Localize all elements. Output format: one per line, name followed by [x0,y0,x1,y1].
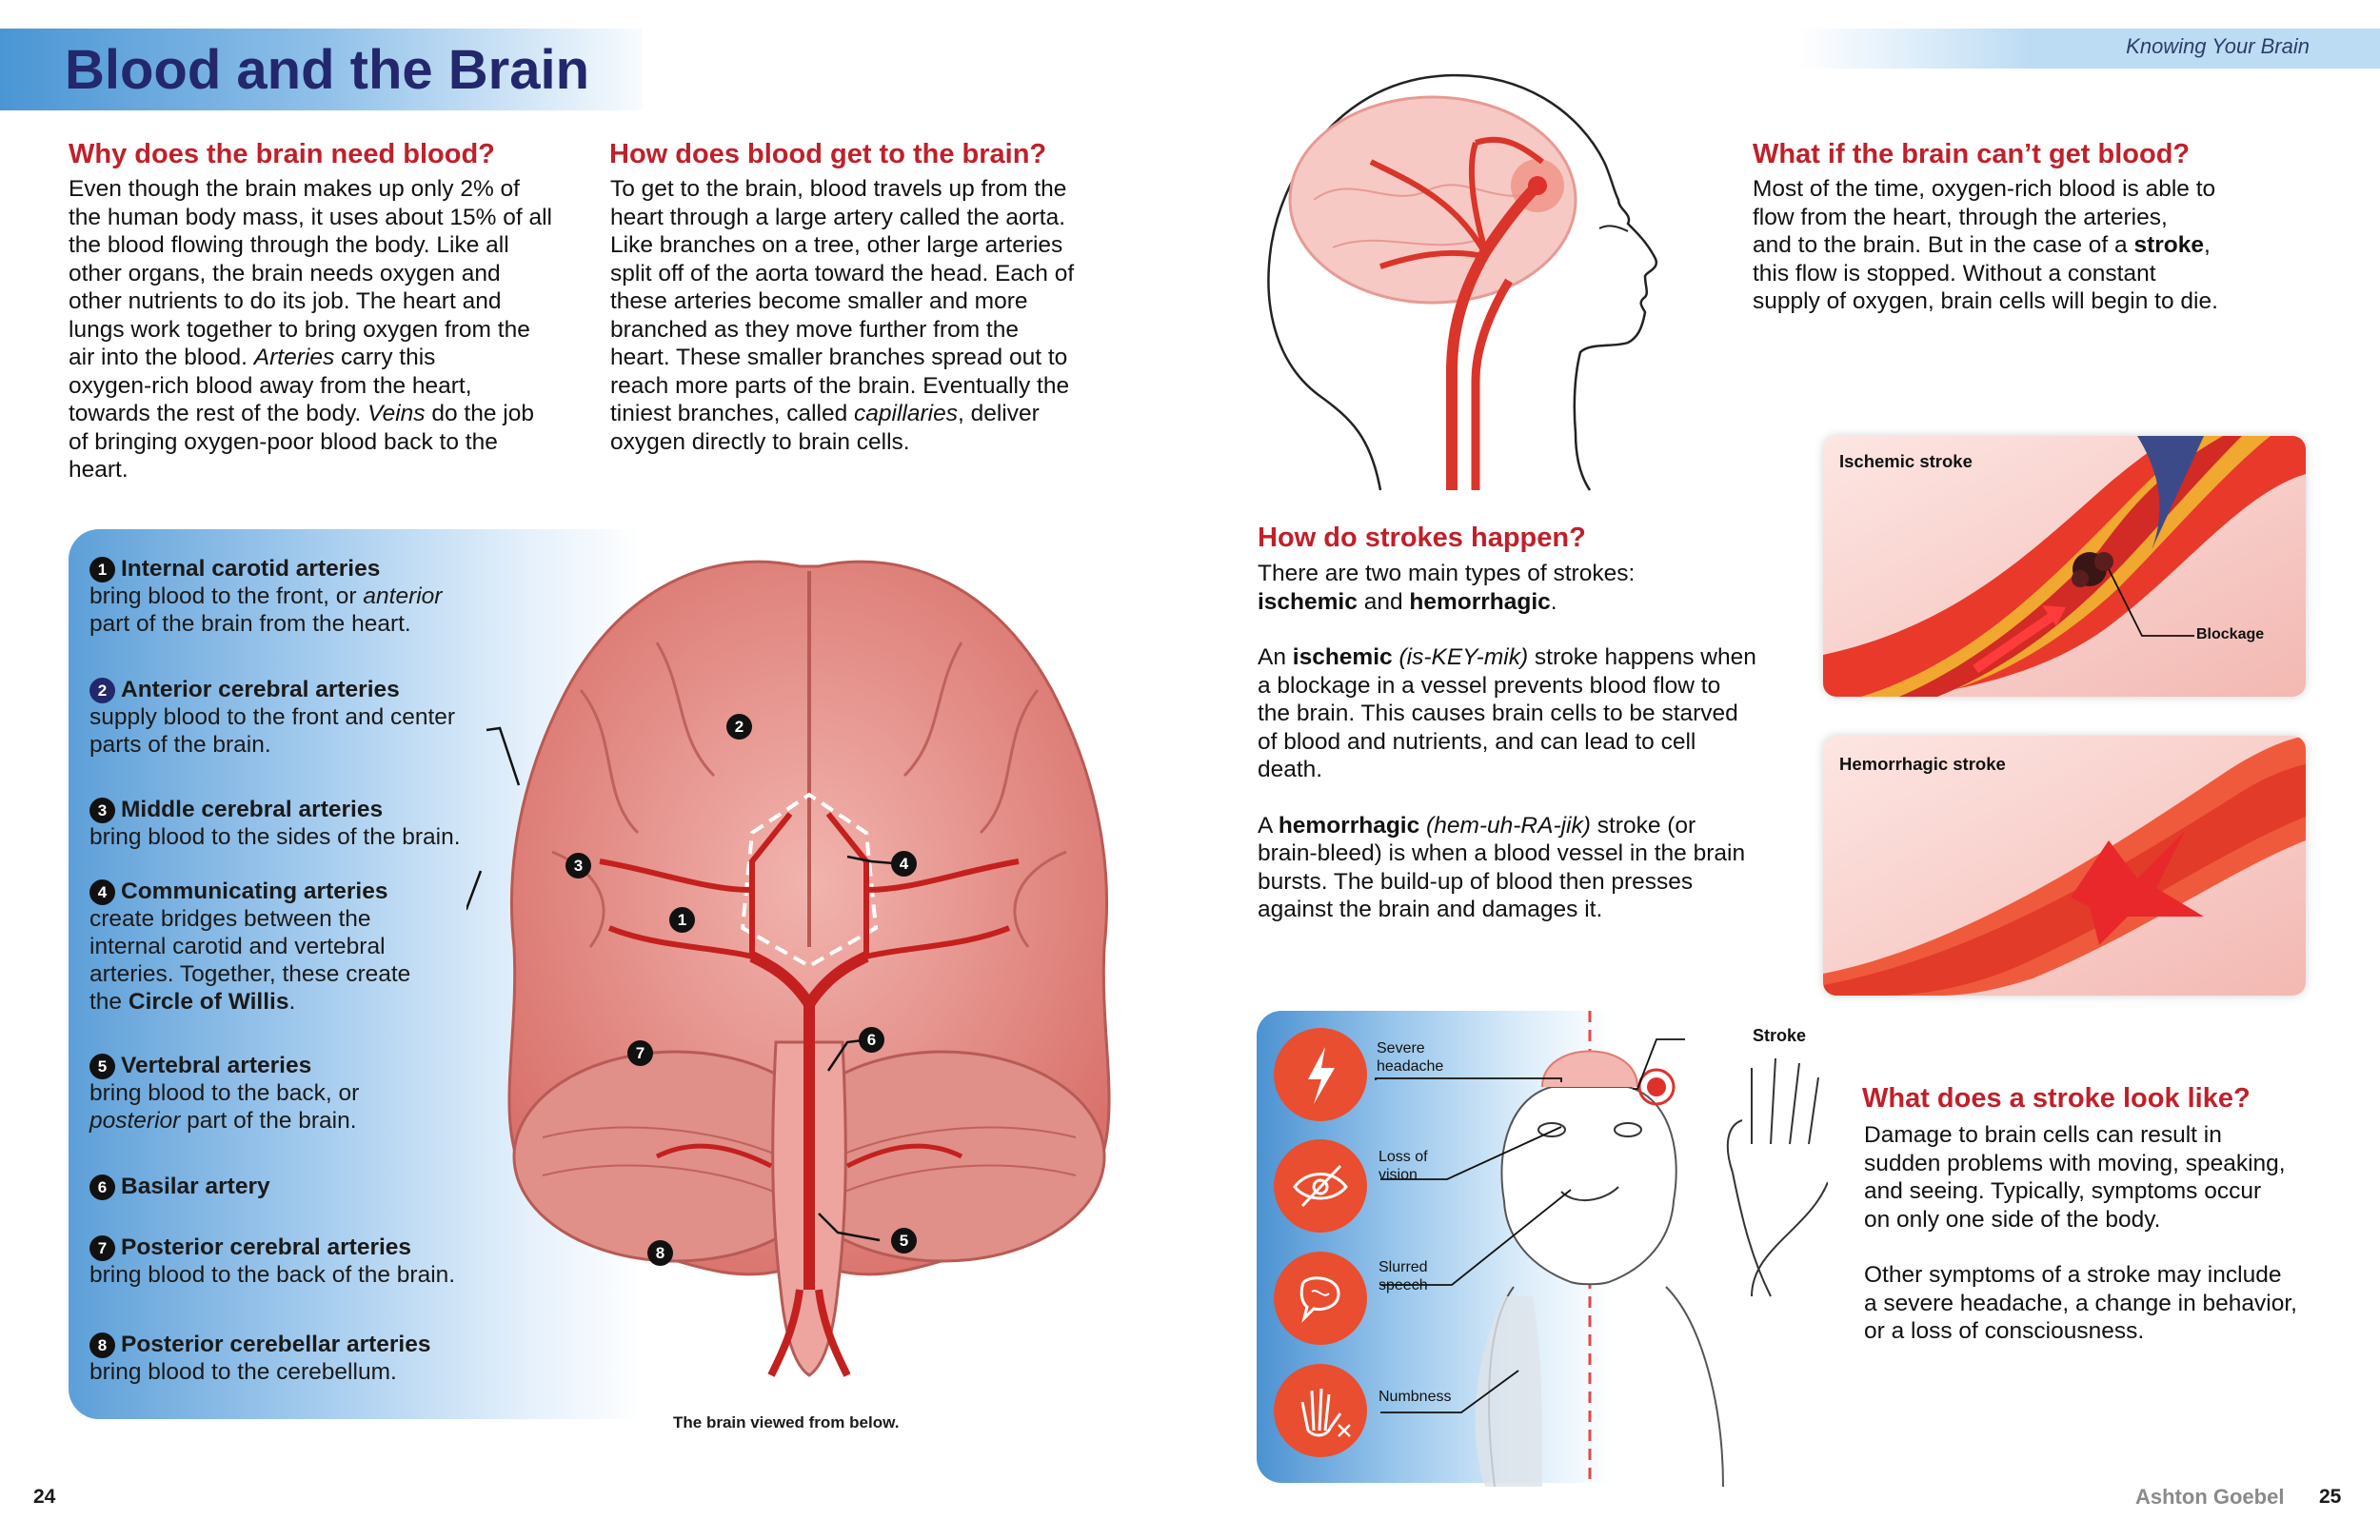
speech-symptom-circle [1274,1252,1367,1345]
ischemic-stroke-card: Ischemic stroke Blockage [1823,436,2306,697]
head-artery-illustration [1267,73,1657,491]
stroke-face-illustration [1375,1011,1828,1487]
callout-5: 5 [891,1228,922,1254]
ischemic-label: Ischemic stroke [1839,451,1973,471]
page-number-left: 24 [33,1486,56,1508]
headache-symptom-circle [1274,1028,1367,1121]
title-banner [0,29,643,110]
numbness-label: Numbness [1378,1389,1452,1405]
heading-strokes: How do strokes happen? [1258,523,1586,553]
paragraph-why: Even though the brain makes up only 2% o… [69,176,552,483]
callout-6: 6 [859,1027,890,1053]
paragraph-how: To get to the brain, blood travels up fr… [610,176,1075,455]
running-header-band [1799,29,2380,69]
stroke-label: Stroke [1753,1026,1807,1045]
paragraph-look: Damage to brain cells can result in sudd… [1864,1122,2297,1344]
heading-how: How does blood get to the brain? [609,139,1047,169]
paragraph-whatif: Most of the time, oxygen-rich blood is a… [1753,176,2218,314]
numbness-symptom-circle [1274,1364,1367,1457]
paragraph-strokes: There are two main types of strokes: isc… [1258,561,1756,922]
heading-whatif: What if the brain can’t get blood? [1753,139,2191,169]
callout-8: 8 [647,1240,679,1266]
hand-numb-icon [1300,1388,1351,1437]
speech-bubble-icon [1299,1276,1340,1323]
page-title: Blood and the Brain [65,39,589,101]
blockage-label: Blockage [2196,626,2265,642]
heading-look: What does a stroke look like? [1862,1083,2251,1114]
callout-3: 3 [565,853,597,879]
callout-4: 4 [891,851,922,877]
ischemic-artery-drawing [1823,436,2306,697]
brain-underside-illustration [466,560,1111,1377]
lightning-icon [1308,1047,1335,1104]
vision-symptom-circle [1274,1139,1367,1233]
heading-why: Why does the brain need blood? [69,139,495,169]
hemorrhagic-label: Hemorrhagic stroke [1839,754,2006,774]
author-name: Ashton Goebel [2135,1485,2285,1509]
crossed-eye-icon [1293,1164,1348,1208]
brain-caption: The brain viewed from below. [673,1413,900,1431]
callout-1: 1 [669,907,701,933]
page-number-right: 25 [2319,1486,2342,1508]
hemorrhagic-stroke-card: Hemorrhagic stroke [1823,736,2306,996]
running-header: Knowing Your Brain [2126,34,2310,58]
callout-7: 7 [627,1040,659,1066]
hemorrhagic-artery-drawing [1823,736,2306,996]
callout-2: 2 [726,714,758,740]
